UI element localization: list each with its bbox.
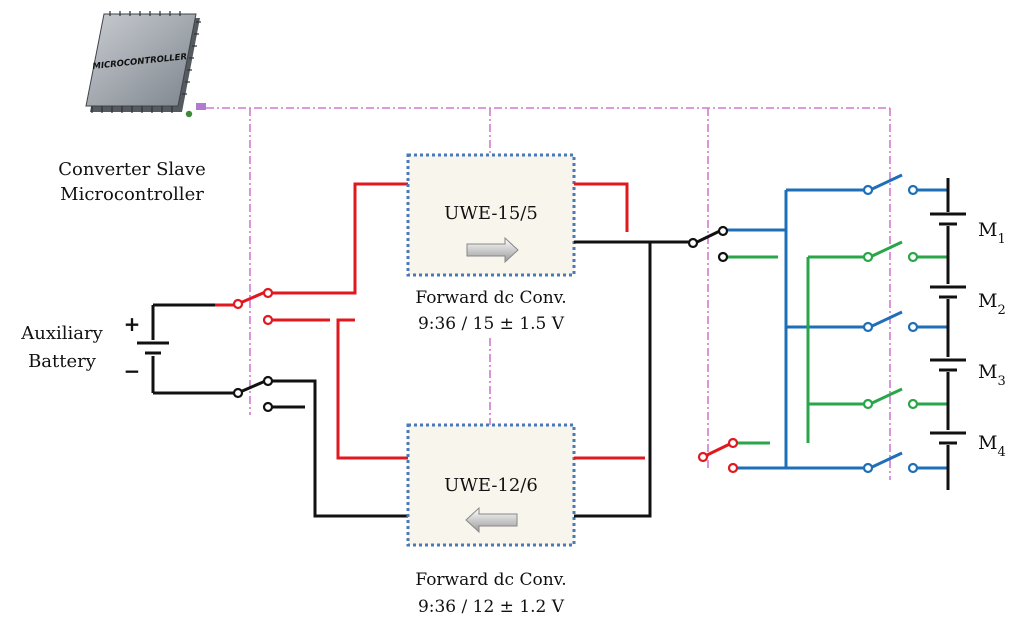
converter-top-caption-line1: Forward dc Conv. bbox=[415, 288, 567, 308]
module-labels: M1 M2 M3 M4 bbox=[978, 219, 1006, 460]
microcontroller-caption-line2: Microcontroller bbox=[60, 184, 204, 205]
module-label-3: M3 bbox=[978, 361, 1006, 389]
converter-bottom bbox=[406, 423, 576, 547]
battery-label-line2: Battery bbox=[28, 351, 96, 372]
converter-output-wires-black bbox=[574, 240, 690, 518]
microcontroller-caption-line1: Converter Slave bbox=[58, 159, 206, 180]
blue-bus bbox=[784, 188, 948, 470]
battery-plus-sign: + bbox=[124, 312, 141, 336]
converter-output-wires-red bbox=[574, 182, 645, 460]
auxiliary-battery-icon bbox=[137, 303, 215, 393]
bottom-middle-switch bbox=[697, 437, 786, 474]
battery-minus-sign: − bbox=[124, 359, 141, 383]
left-positive-switch bbox=[239, 182, 408, 460]
microcontroller-chip-icon: MICROCONTROLLER bbox=[85, 11, 206, 118]
converter-bottom-name: UWE-12/6 bbox=[444, 475, 538, 496]
module-label-4: M4 bbox=[978, 432, 1006, 460]
battery-stack bbox=[930, 178, 966, 490]
module-switches bbox=[869, 173, 903, 470]
arrow-left-icon bbox=[465, 506, 518, 534]
top-middle-switch bbox=[687, 225, 786, 263]
converter-bottom-caption-line1: Forward dc Conv. bbox=[415, 570, 567, 590]
arrow-right-icon bbox=[466, 236, 519, 264]
control-lines bbox=[206, 107, 891, 480]
battery-label-line1: Auxiliary bbox=[21, 323, 103, 344]
module-label-1: M1 bbox=[978, 219, 1006, 247]
converter-top-name: UWE-15/5 bbox=[444, 203, 538, 224]
left-negative-switch bbox=[239, 377, 408, 518]
converter-top-caption-line2: 9:36 / 15 ± 1.5 V bbox=[417, 314, 565, 334]
module-label-2: M2 bbox=[978, 290, 1006, 318]
green-bus bbox=[806, 255, 948, 443]
converter-top bbox=[406, 153, 576, 277]
converter-bottom-caption-line2: 9:36 / 12 ± 1.2 V bbox=[417, 597, 565, 617]
